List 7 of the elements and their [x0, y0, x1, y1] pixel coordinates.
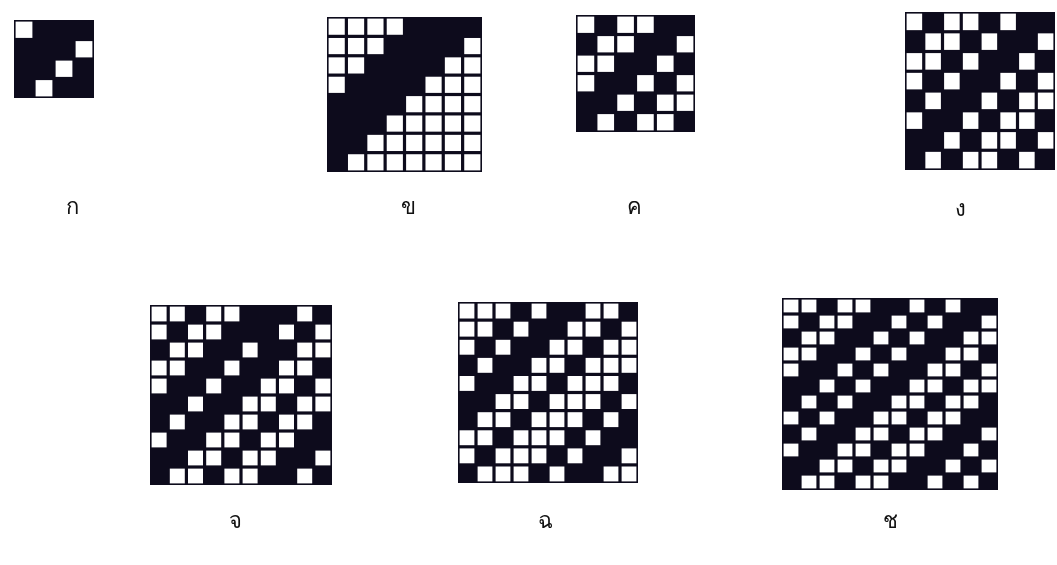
figure-label: ข: [400, 196, 416, 218]
figure-label: ค: [626, 196, 642, 218]
figure-label: จ: [228, 510, 242, 532]
figure-label: ช: [882, 510, 898, 532]
figure-label: ฉ: [537, 510, 553, 532]
figure-label: ง: [954, 198, 966, 220]
figure-label: ก: [65, 196, 79, 218]
